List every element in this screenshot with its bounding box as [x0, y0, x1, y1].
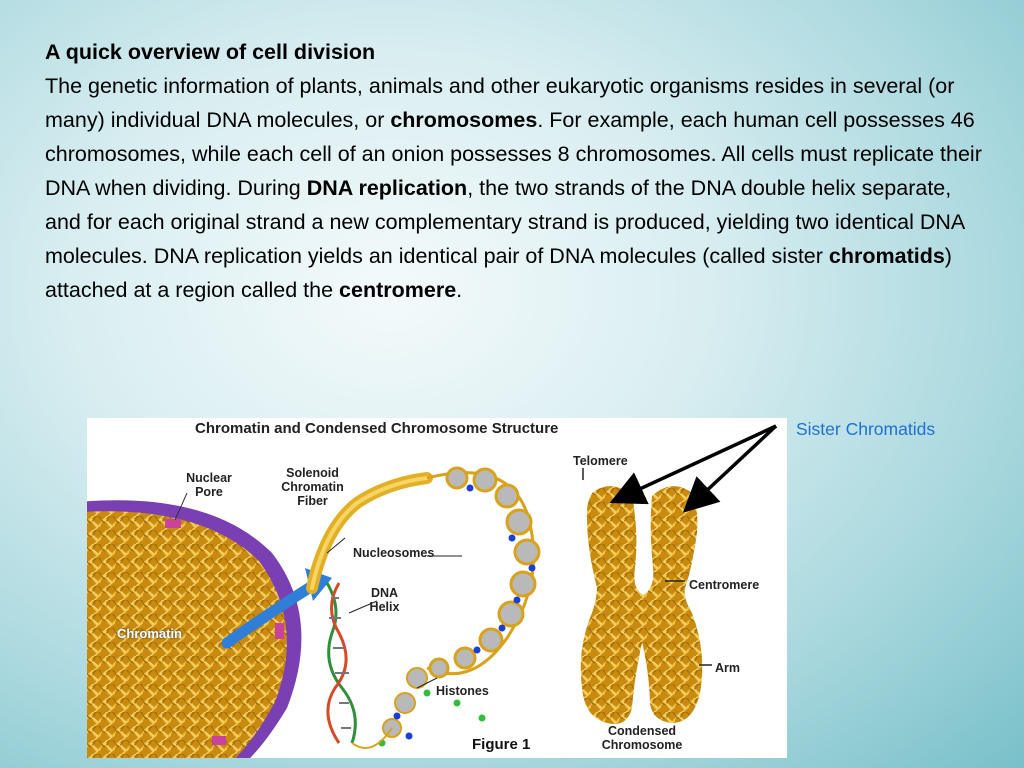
label-centromere: Centromere: [689, 578, 760, 592]
arrow-to-right-chromatid-icon: [682, 424, 778, 513]
label-histones: Histones: [436, 684, 489, 698]
label-nuclear-pore: Nuclear Pore: [186, 471, 232, 499]
paragraph-text: The genetic information of plants, anima…: [45, 74, 955, 132]
arrow-to-left-chromatid-icon: [609, 424, 777, 505]
sister-chromatids-callout: Sister Chromatids: [796, 419, 936, 439]
slide-body-text: A quick overview of cell division The ge…: [45, 35, 985, 307]
nucleosome-beads: [428, 466, 541, 722]
slide-title: A quick overview of cell division: [45, 40, 376, 64]
nucleus-graphic: [87, 492, 302, 758]
nuclear-pore-top: [165, 519, 181, 528]
label-solenoid-fiber: Solenoid Chromatin Fiber: [281, 466, 344, 508]
label-chromatin: Chromatin: [117, 626, 182, 641]
term-dna-replication: DNA replication: [306, 176, 468, 200]
paragraph-text: ) attached at a region called the: [45, 244, 952, 302]
label-telomere: Telomere: [573, 454, 628, 468]
paragraph-text: , the two strands of the DNA double heli…: [45, 176, 965, 268]
slide-paragraph: The genetic information of plants, anima…: [45, 69, 985, 307]
dna-helix-graphic: [325, 582, 357, 744]
nuclear-pore-right: [275, 623, 284, 639]
paragraph-text: .: [456, 278, 463, 302]
label-condensed-chromosome: Condensed Chromosome: [601, 724, 683, 752]
histone-beads: [378, 667, 431, 747]
paragraph-text: chromosomes, while each cell of an onion…: [45, 142, 982, 200]
figure-caption: Figure 1: [472, 736, 531, 753]
zoom-arrow-icon: [221, 580, 318, 649]
term-chromatids: chromatids: [828, 244, 945, 268]
paragraph-text: . For example, each human cell possesses…: [537, 108, 975, 132]
label-arm: Arm: [715, 661, 741, 675]
figure-title: Chromatin and Condensed Chromosome Struc…: [195, 420, 559, 437]
label-dna-helix: DNA Helix: [369, 586, 400, 614]
condensed-chromosome-graphic: [580, 468, 712, 724]
term-centromere: centromere: [339, 278, 457, 302]
term-chromosomes: chromosomes: [390, 108, 538, 132]
nuclear-pore-bottom: [212, 736, 226, 745]
figure-illustration: [87, 466, 712, 758]
label-nucleosomes: Nucleosomes: [353, 546, 435, 560]
